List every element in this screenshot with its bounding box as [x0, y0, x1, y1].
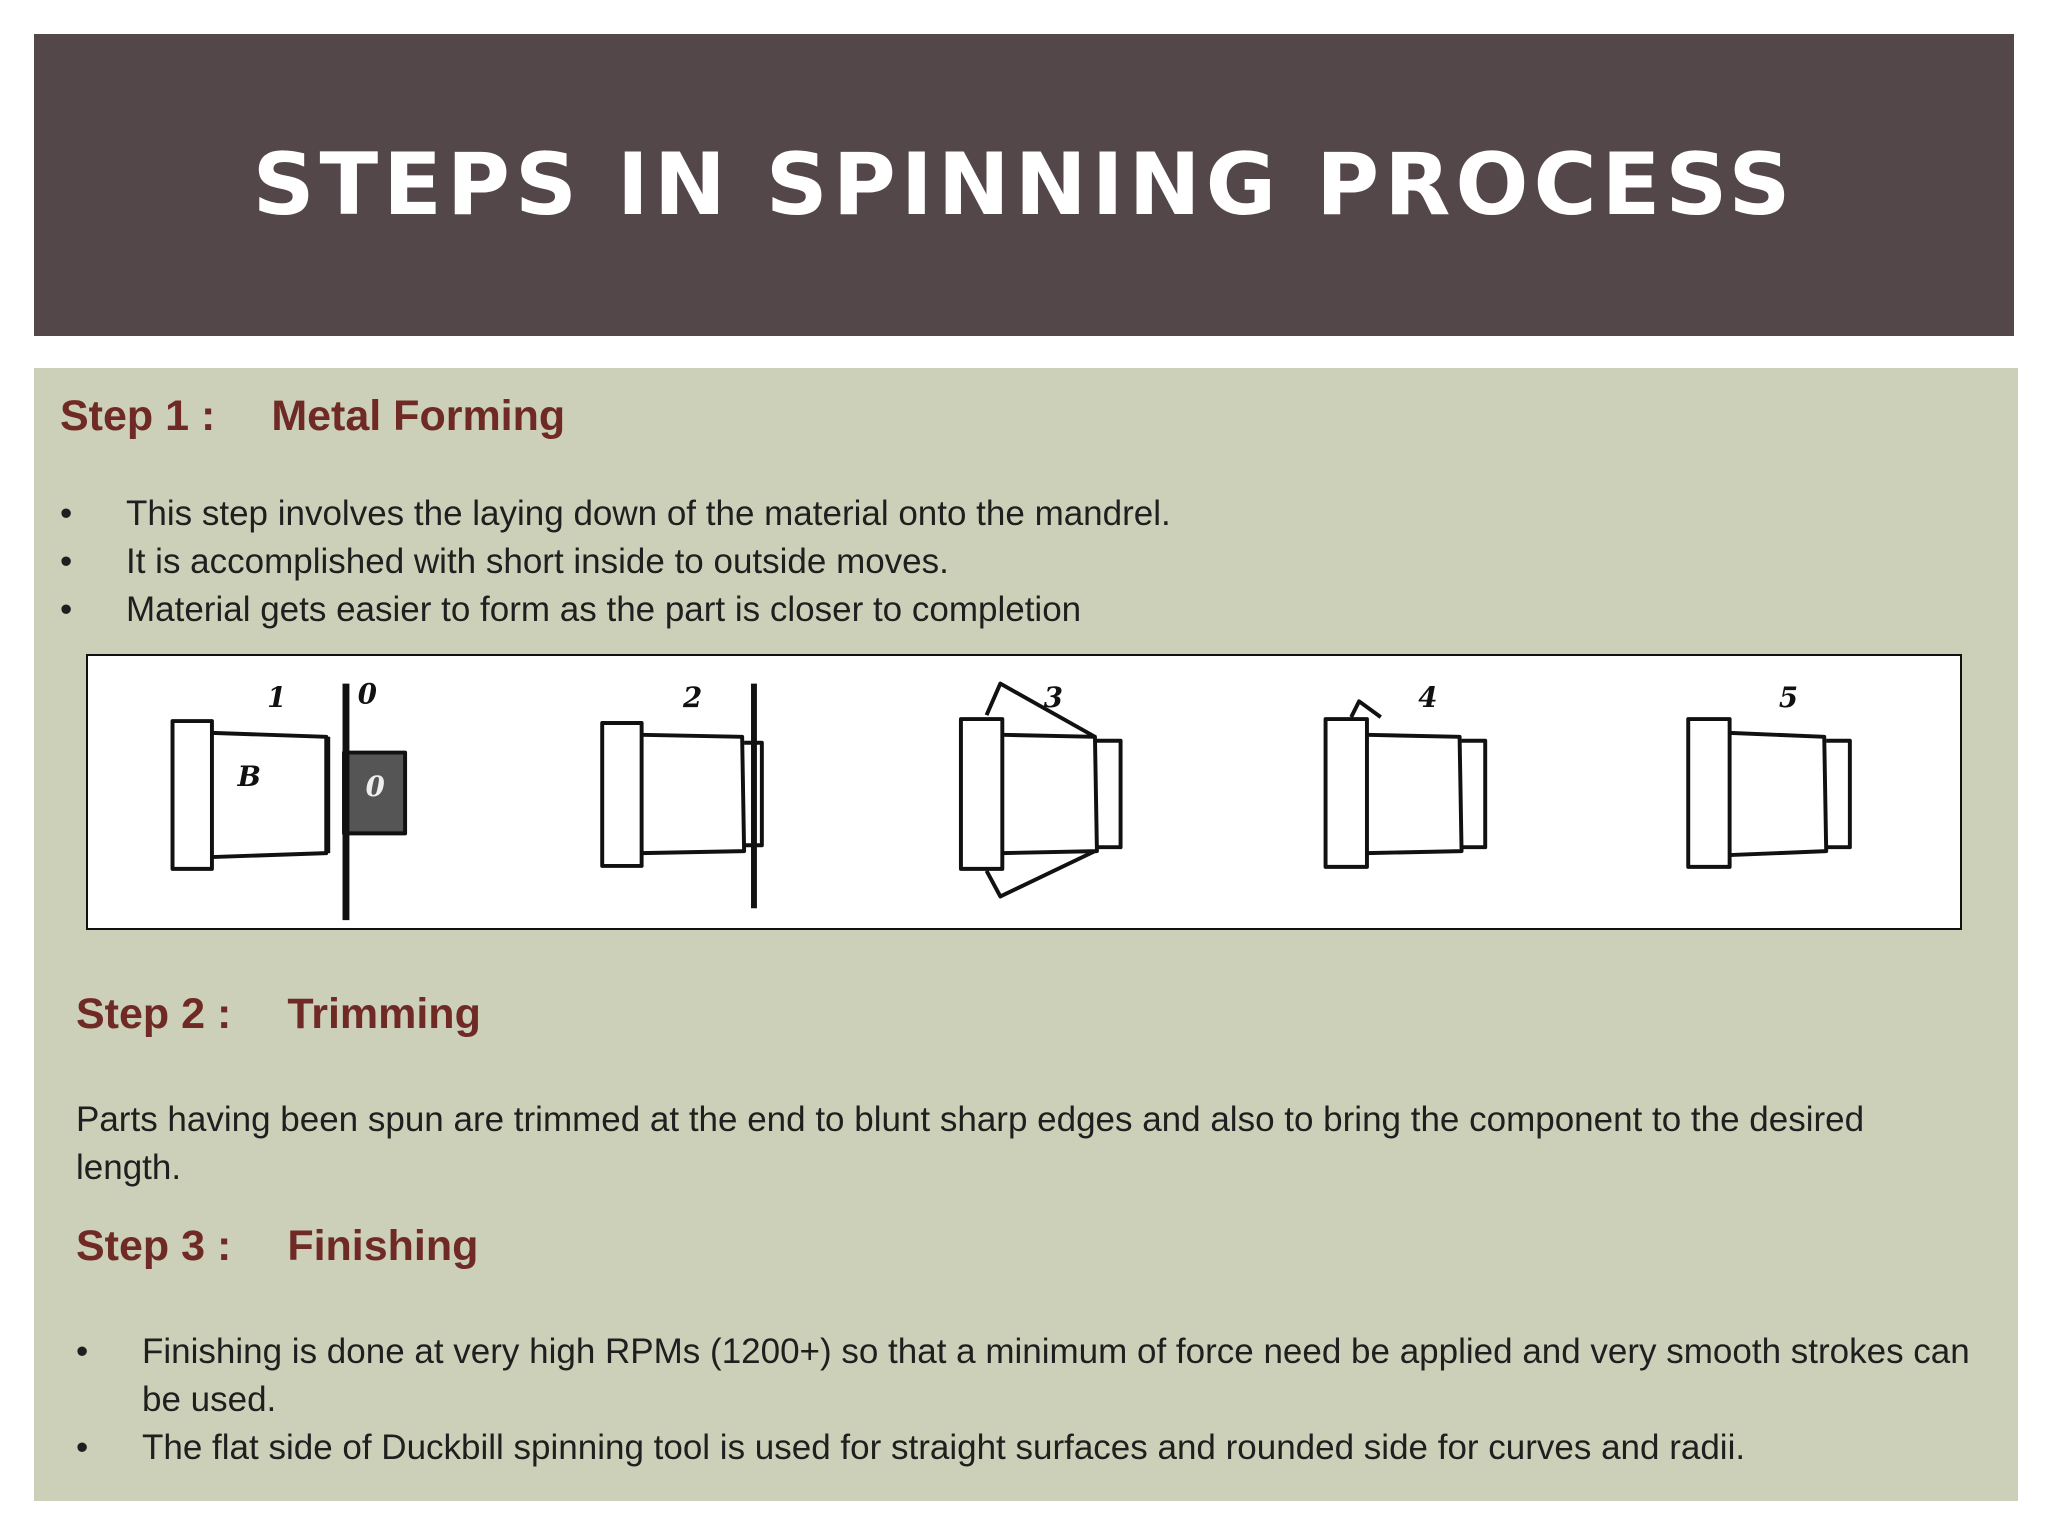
stage-number-label: 2 [682, 681, 702, 714]
stage-3-drawing [958, 681, 1123, 899]
list-item: It is accomplished with short inside to … [60, 538, 1960, 586]
step3-bullet-list: Finishing is done at very high RPMs (120… [76, 1328, 1976, 1472]
stage-5-drawing [1686, 717, 1852, 869]
step2-name: Trimming [287, 990, 481, 1038]
stage-number-label: 4 [1418, 681, 1437, 714]
step1-heading: Step 1 : Metal Forming [60, 392, 565, 441]
step2-label: Step 2 : [76, 990, 232, 1038]
stage-number-label: 5 [1779, 681, 1798, 714]
step3-heading: Step 3 : Finishing [76, 1222, 478, 1271]
step3-name: Finishing [287, 1222, 479, 1270]
stage-4-drawing [1323, 699, 1488, 869]
stage-number-label: 3 [1044, 681, 1063, 714]
stage-number-label: 1 [267, 681, 286, 714]
spinning-stages-diagram: 1 2 3 4 5 0 B 0 [170, 677, 1852, 921]
list-item: Finishing is done at very high RPMs (120… [76, 1328, 1976, 1424]
list-item: This step involves the laying down of th… [60, 490, 1960, 538]
list-item: The flat side of Duckbill spinning tool … [76, 1424, 1976, 1472]
spinning-stages-figure: 1 2 3 4 5 0 B 0 [86, 654, 1962, 930]
title-bar: STEPS IN SPINNING PROCESS [34, 34, 2014, 336]
slide-title: STEPS IN SPINNING PROCESS [252, 135, 1796, 235]
step1-name: Metal Forming [271, 392, 566, 440]
figure-label-b: B [237, 760, 261, 793]
step2-text: Parts having been spun are trimmed at th… [76, 1100, 1865, 1187]
content-panel: Step 1 : Metal Forming This step involves… [34, 368, 2018, 1501]
step1-bullet-list: This step involves the laying down of th… [60, 490, 1960, 634]
figure-label-blank-zero: 0 [366, 770, 385, 803]
step3-label: Step 3 : [76, 1222, 232, 1270]
stage-1-drawing [170, 683, 408, 921]
figure-label-zero: 0 [358, 677, 377, 710]
step1-label: Step 1 : [60, 392, 216, 440]
list-item: Material gets easier to form as the part… [60, 586, 1960, 634]
stage-2-drawing [600, 683, 764, 909]
step2-heading: Step 2 : Trimming [76, 990, 481, 1039]
